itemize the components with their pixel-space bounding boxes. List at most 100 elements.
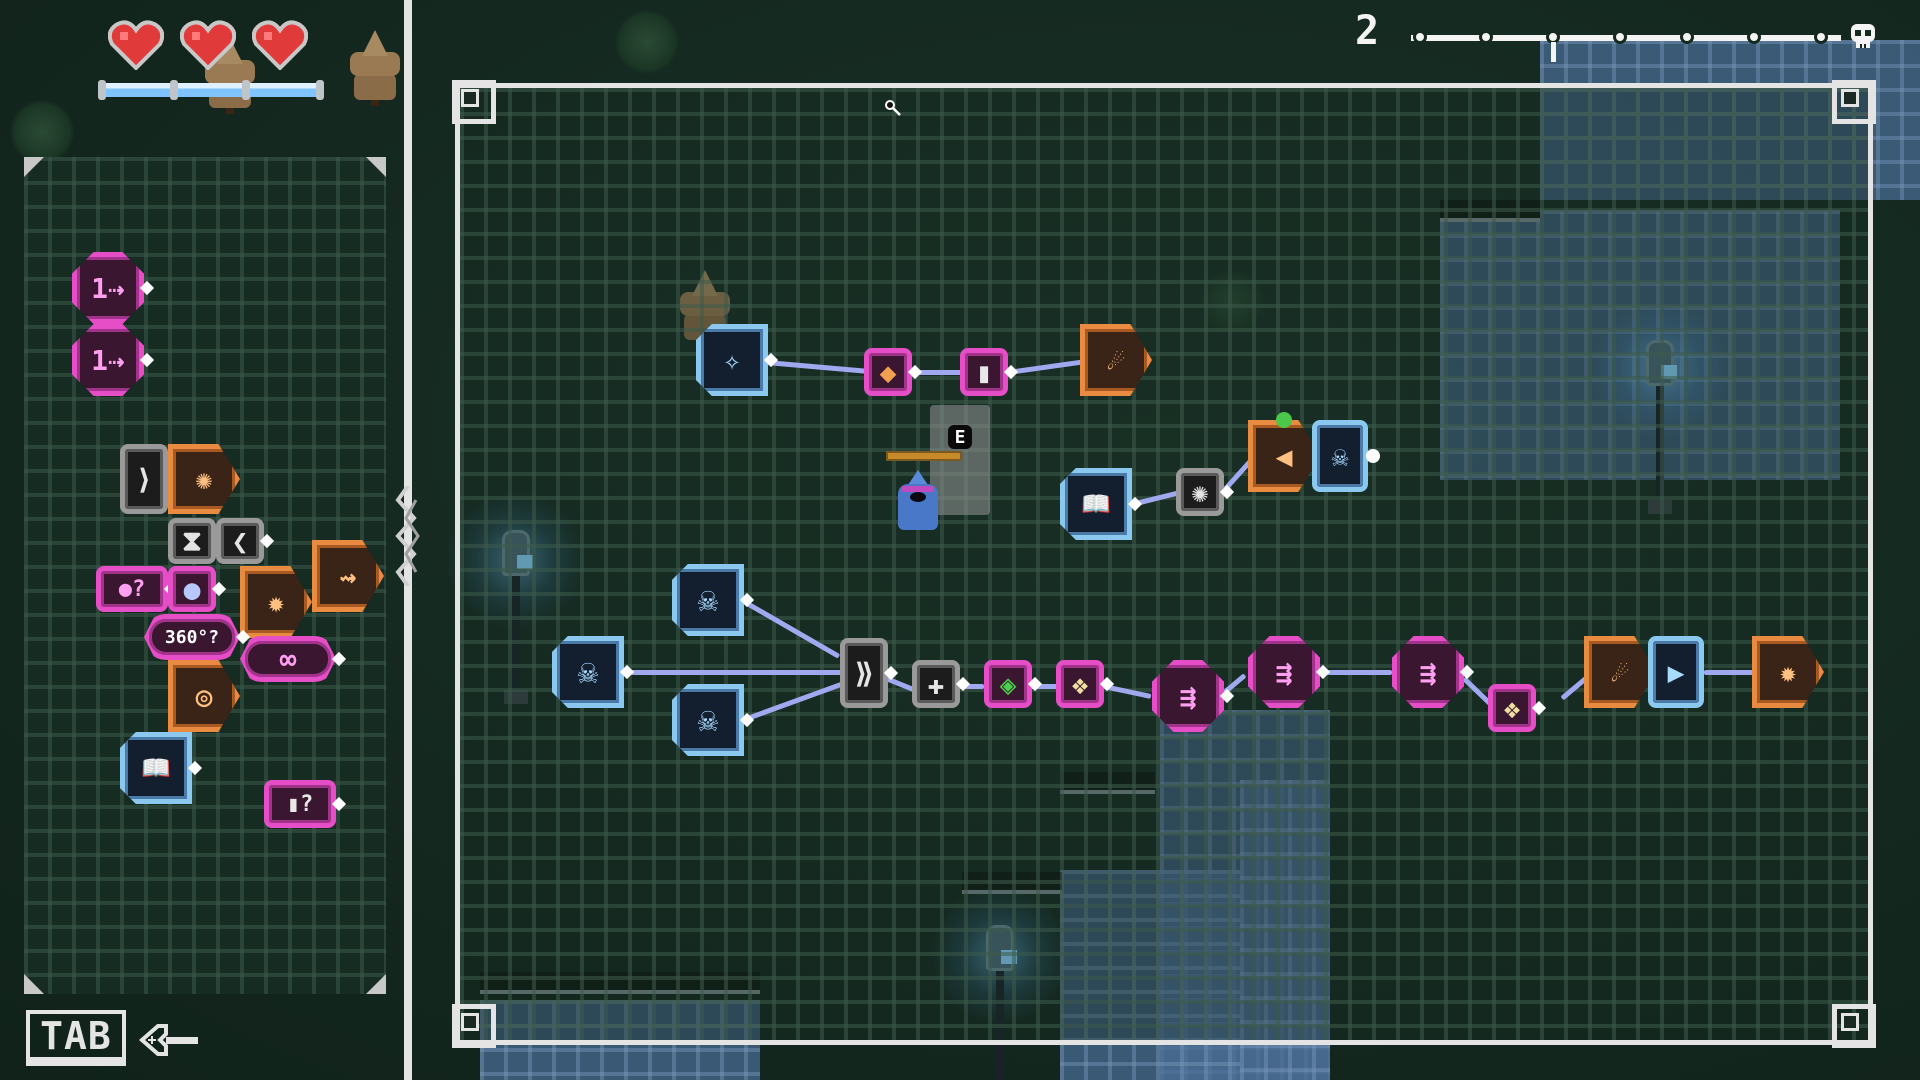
inventory-rune-merge[interactable]: ❮ xyxy=(216,518,275,564)
board-rune-plus[interactable]: ✚ xyxy=(912,660,971,708)
interact-key-prompt: E xyxy=(948,425,972,449)
inventory-rune-spellbook[interactable]: 📖 xyxy=(120,732,203,804)
board-rune-scatter-arrow[interactable]: ⇶ xyxy=(1248,636,1331,708)
bush xyxy=(10,100,74,164)
spark-icon: ✺ xyxy=(1176,468,1224,516)
floor-dot xyxy=(1680,30,1694,44)
inventory-rune-hourglass[interactable]: ⧗ xyxy=(168,518,216,564)
board-rune-scatter-arrow[interactable]: ⇶ xyxy=(1152,660,1235,732)
board-rune-constellation[interactable]: ✧ xyxy=(696,324,779,396)
anchor-arrow-icon: ⇝ xyxy=(312,540,384,612)
board-rune-spark[interactable]: ✺ xyxy=(1176,468,1235,516)
split-arrow-icon: 1⇢ xyxy=(72,252,144,324)
floor-dot xyxy=(1413,30,1427,44)
sun-ring-icon: ✹ xyxy=(1752,636,1824,708)
board-rune-merge-3[interactable]: ⟫ xyxy=(840,638,899,708)
floor-progress: 2 xyxy=(1355,8,1895,62)
board-rune-sun-ring[interactable]: ✹ xyxy=(1752,636,1824,708)
inventory-rune-split-arrow[interactable]: 1⇢ xyxy=(72,252,155,324)
target-ring-icon: ◎ xyxy=(168,660,240,732)
rune-wire xyxy=(1322,670,1392,675)
hourglass-icon: ⧗ xyxy=(168,518,216,564)
scatter-arrow-icon: ⇶ xyxy=(1392,636,1464,708)
skull-icon: ☠ xyxy=(672,564,744,636)
split-arrow-icon: 1⇢ xyxy=(72,324,144,396)
floor-dot xyxy=(1613,30,1627,44)
board-rune-ghost-skull[interactable]: ☠ xyxy=(1312,420,1380,492)
floor-number: 2 xyxy=(1355,8,1380,54)
multicolor-gem-icon: ❖ xyxy=(1488,684,1536,732)
heart-icon xyxy=(107,20,165,71)
board-rune-fireball[interactable]: ☄ xyxy=(1080,324,1152,396)
board-corner-top-right xyxy=(1832,80,1876,124)
ghost-skull-icon: ☠ xyxy=(1312,420,1368,492)
merge-3-icon: ⟫ xyxy=(840,638,888,708)
floor-dot xyxy=(1479,30,1493,44)
board-rune-skull-top[interactable]: ☠ xyxy=(672,564,755,636)
inventory-rune-orb-unknown[interactable]: ●? xyxy=(96,566,179,612)
inventory-rune-target-ring[interactable]: ◎ xyxy=(168,660,240,732)
inventory-rune-anchor-arrow[interactable]: ⇝ xyxy=(312,540,384,612)
wand-pointer-icon xyxy=(138,1024,198,1056)
rune-wire xyxy=(622,670,844,675)
mouse-cursor-icon xyxy=(885,100,901,116)
heart-icon xyxy=(179,20,237,71)
floor-dot xyxy=(1747,30,1761,44)
capsule-unknown-icon: ▮? xyxy=(264,780,336,828)
orb-icon: ● xyxy=(168,566,216,612)
orb-unknown-icon: ●? xyxy=(96,566,168,612)
inventory-rune-orb[interactable]: ● xyxy=(168,566,227,612)
heart-icon xyxy=(251,20,309,71)
board-rune-skull-middle[interactable]: ☠ xyxy=(552,636,635,708)
board-rune-spellbook[interactable]: 📖 xyxy=(1060,468,1143,540)
scatter-arrow-icon: ⇶ xyxy=(1152,660,1224,732)
panel-resize-handle-icon[interactable] xyxy=(392,486,424,586)
capsule-icon: ▮ xyxy=(960,348,1008,396)
board-rune-play-trigger[interactable]: ▶ xyxy=(1648,636,1704,708)
board-rune-emerald-gem[interactable]: ◈ xyxy=(984,660,1043,708)
panel-corner-bottom-right xyxy=(366,974,386,994)
inventory-rune-loop-wave[interactable]: ∞ xyxy=(240,636,347,682)
board-rune-amber-gem[interactable]: ◆ xyxy=(864,348,923,396)
tree xyxy=(350,30,400,110)
inventory-rune-burst-orb[interactable]: ✺ xyxy=(168,444,240,514)
board-corner-bottom-left xyxy=(452,1004,496,1048)
inventory-rune-split-arrow[interactable]: 1⇢ xyxy=(72,324,155,396)
amber-gem-icon: ◆ xyxy=(864,348,912,396)
fireball-icon: ☄ xyxy=(1080,324,1152,396)
emerald-gem-icon: ◈ xyxy=(984,660,1032,708)
board-rune-multicolor-gem[interactable]: ❖ xyxy=(1056,660,1115,708)
inventory-rune-branch[interactable]: ⟩ xyxy=(120,444,168,514)
branch-icon: ⟩ xyxy=(120,444,168,514)
tab-key-prompt[interactable]: TAB xyxy=(26,1010,126,1066)
spellbook-icon: 📖 xyxy=(1060,468,1132,540)
interaction-progress-bar xyxy=(886,451,962,461)
skull-icon: ☠ xyxy=(552,636,624,708)
rune-wire xyxy=(1030,684,1058,689)
inventory-rune-capsule-unknown[interactable]: ▮? xyxy=(264,780,347,828)
inventory-rune-spin-360[interactable]: 360°? xyxy=(144,614,251,660)
constellation-icon: ✧ xyxy=(696,324,768,396)
floor-dot xyxy=(1814,30,1828,44)
player-wizard xyxy=(898,470,938,532)
panel-corner-bottom-left xyxy=(24,974,44,994)
rune-wire xyxy=(912,370,962,375)
multicolor-gem-icon: ❖ xyxy=(1056,660,1104,708)
board-rune-skull-bottom[interactable]: ☠ xyxy=(672,684,755,756)
sun-ring-icon: ✹ xyxy=(240,566,312,638)
spellbook-icon: 📖 xyxy=(120,732,192,804)
rune-wire xyxy=(1704,670,1754,675)
board-rune-scatter-arrow[interactable]: ⇶ xyxy=(1392,636,1475,708)
cone-blast-icon: ◀ xyxy=(1248,420,1320,492)
board-corner-bottom-right xyxy=(1832,1004,1876,1048)
board-rune-multicolor-gem[interactable]: ❖ xyxy=(1488,684,1547,732)
mana-bar xyxy=(98,80,324,100)
panel-divider xyxy=(404,0,412,1080)
fireball-icon: ☄ xyxy=(1584,636,1656,708)
merge-icon: ❮ xyxy=(216,518,264,564)
board-rune-cone-blast[interactable]: ◀ xyxy=(1248,412,1320,492)
board-rune-fireball[interactable]: ☄ xyxy=(1584,636,1656,708)
skull-icon: ☠ xyxy=(672,684,744,756)
inventory-rune-sun-ring[interactable]: ✹ xyxy=(240,566,312,638)
board-rune-capsule[interactable]: ▮ xyxy=(960,348,1019,396)
